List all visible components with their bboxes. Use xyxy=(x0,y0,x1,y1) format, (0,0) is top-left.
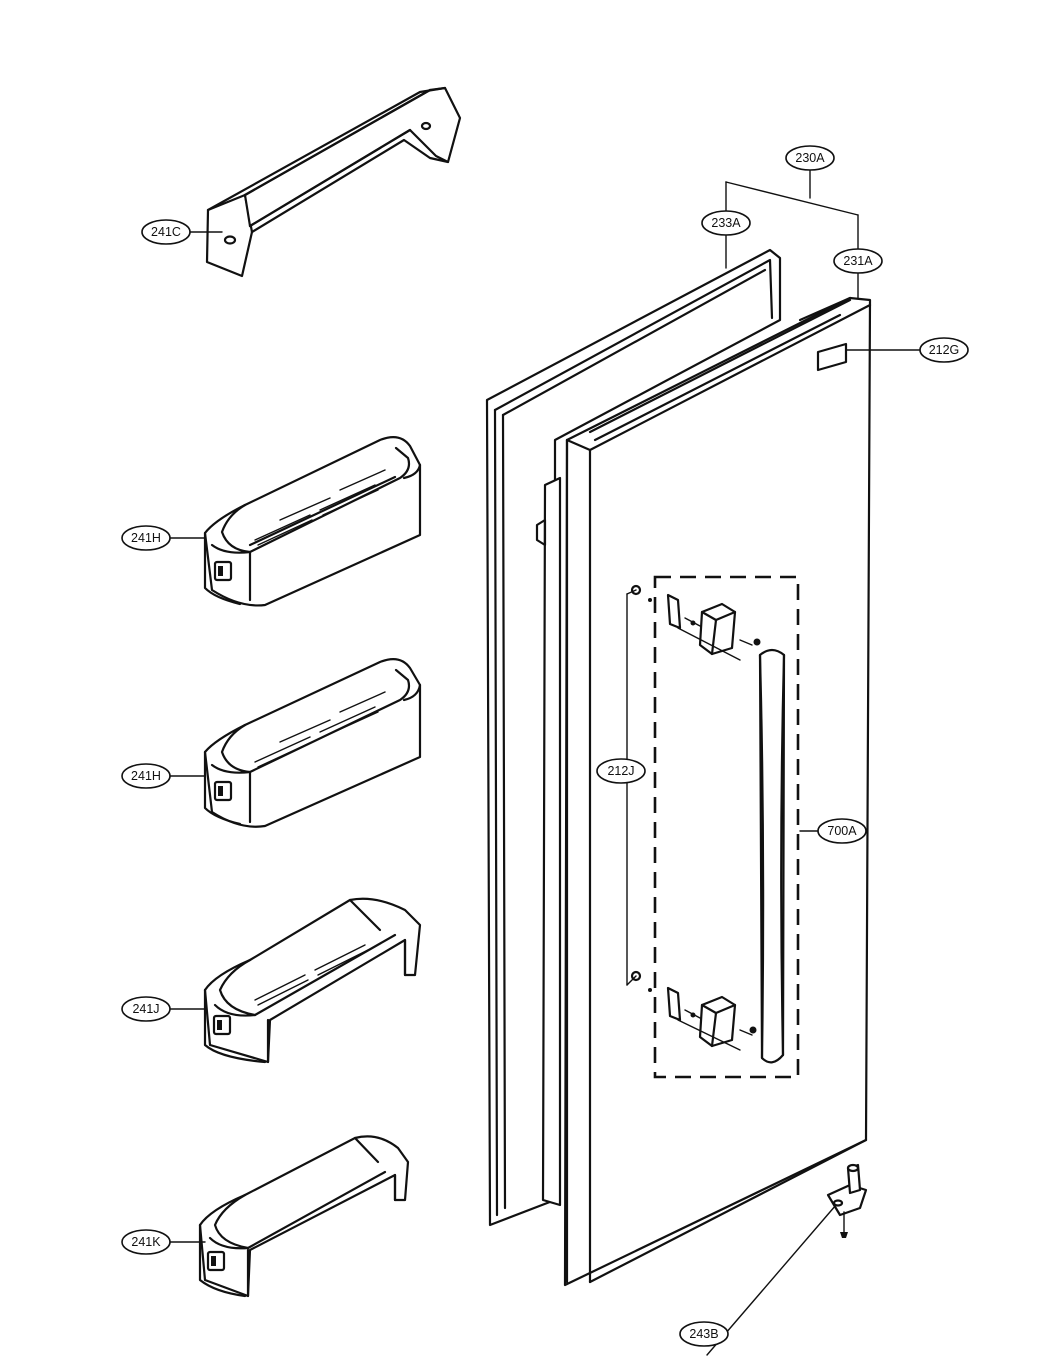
svg-text:212G: 212G xyxy=(929,343,960,357)
door-inner-liner xyxy=(535,476,562,1207)
svg-text:230A: 230A xyxy=(795,151,825,165)
part-241h-lower-bin xyxy=(203,657,422,828)
svg-text:231A: 231A xyxy=(843,254,873,268)
part-212g-label xyxy=(816,342,848,372)
svg-text:241J: 241J xyxy=(132,1002,159,1016)
callout-212g: 212G xyxy=(919,337,969,363)
callout-230a: 230A xyxy=(785,145,835,171)
callout-233a: 233A xyxy=(701,210,751,236)
svg-text:241H: 241H xyxy=(131,531,161,545)
svg-text:241C: 241C xyxy=(151,225,181,239)
callout-212j: 212J xyxy=(596,758,646,784)
callout-241c: 241C xyxy=(141,219,191,245)
svg-text:233A: 233A xyxy=(711,216,741,230)
svg-text:241H: 241H xyxy=(131,769,161,783)
part-241k-small-bin xyxy=(198,1135,410,1298)
callout-241h-lower: 241H xyxy=(121,763,171,789)
callout-231a: 231A xyxy=(833,248,883,274)
part-241c-rail xyxy=(205,86,462,278)
part-231a-door-panel xyxy=(563,296,872,1287)
part-241h-upper-bin xyxy=(203,435,422,607)
svg-text:243B: 243B xyxy=(689,1327,718,1341)
part-243b-hinge xyxy=(826,1163,868,1238)
callout-241j: 241J xyxy=(121,996,171,1022)
part-241j-open-bin xyxy=(203,897,422,1064)
part-700a-handle-assembly xyxy=(653,575,800,1079)
leader-lines xyxy=(169,169,921,1356)
bin-slot-marks xyxy=(254,944,369,1006)
svg-text:212J: 212J xyxy=(607,764,634,778)
svg-text:700A: 700A xyxy=(827,824,857,838)
callout-241h-upper: 241H xyxy=(121,525,171,551)
callout-243b: 243B xyxy=(679,1321,729,1347)
svg-text:241K: 241K xyxy=(131,1235,161,1249)
callout-700a: 700A xyxy=(817,818,867,844)
bin-slot-marks xyxy=(254,469,386,546)
part-212j-caps xyxy=(626,584,652,992)
bin-slot-marks xyxy=(254,691,386,768)
callout-241k: 241K xyxy=(121,1229,171,1255)
